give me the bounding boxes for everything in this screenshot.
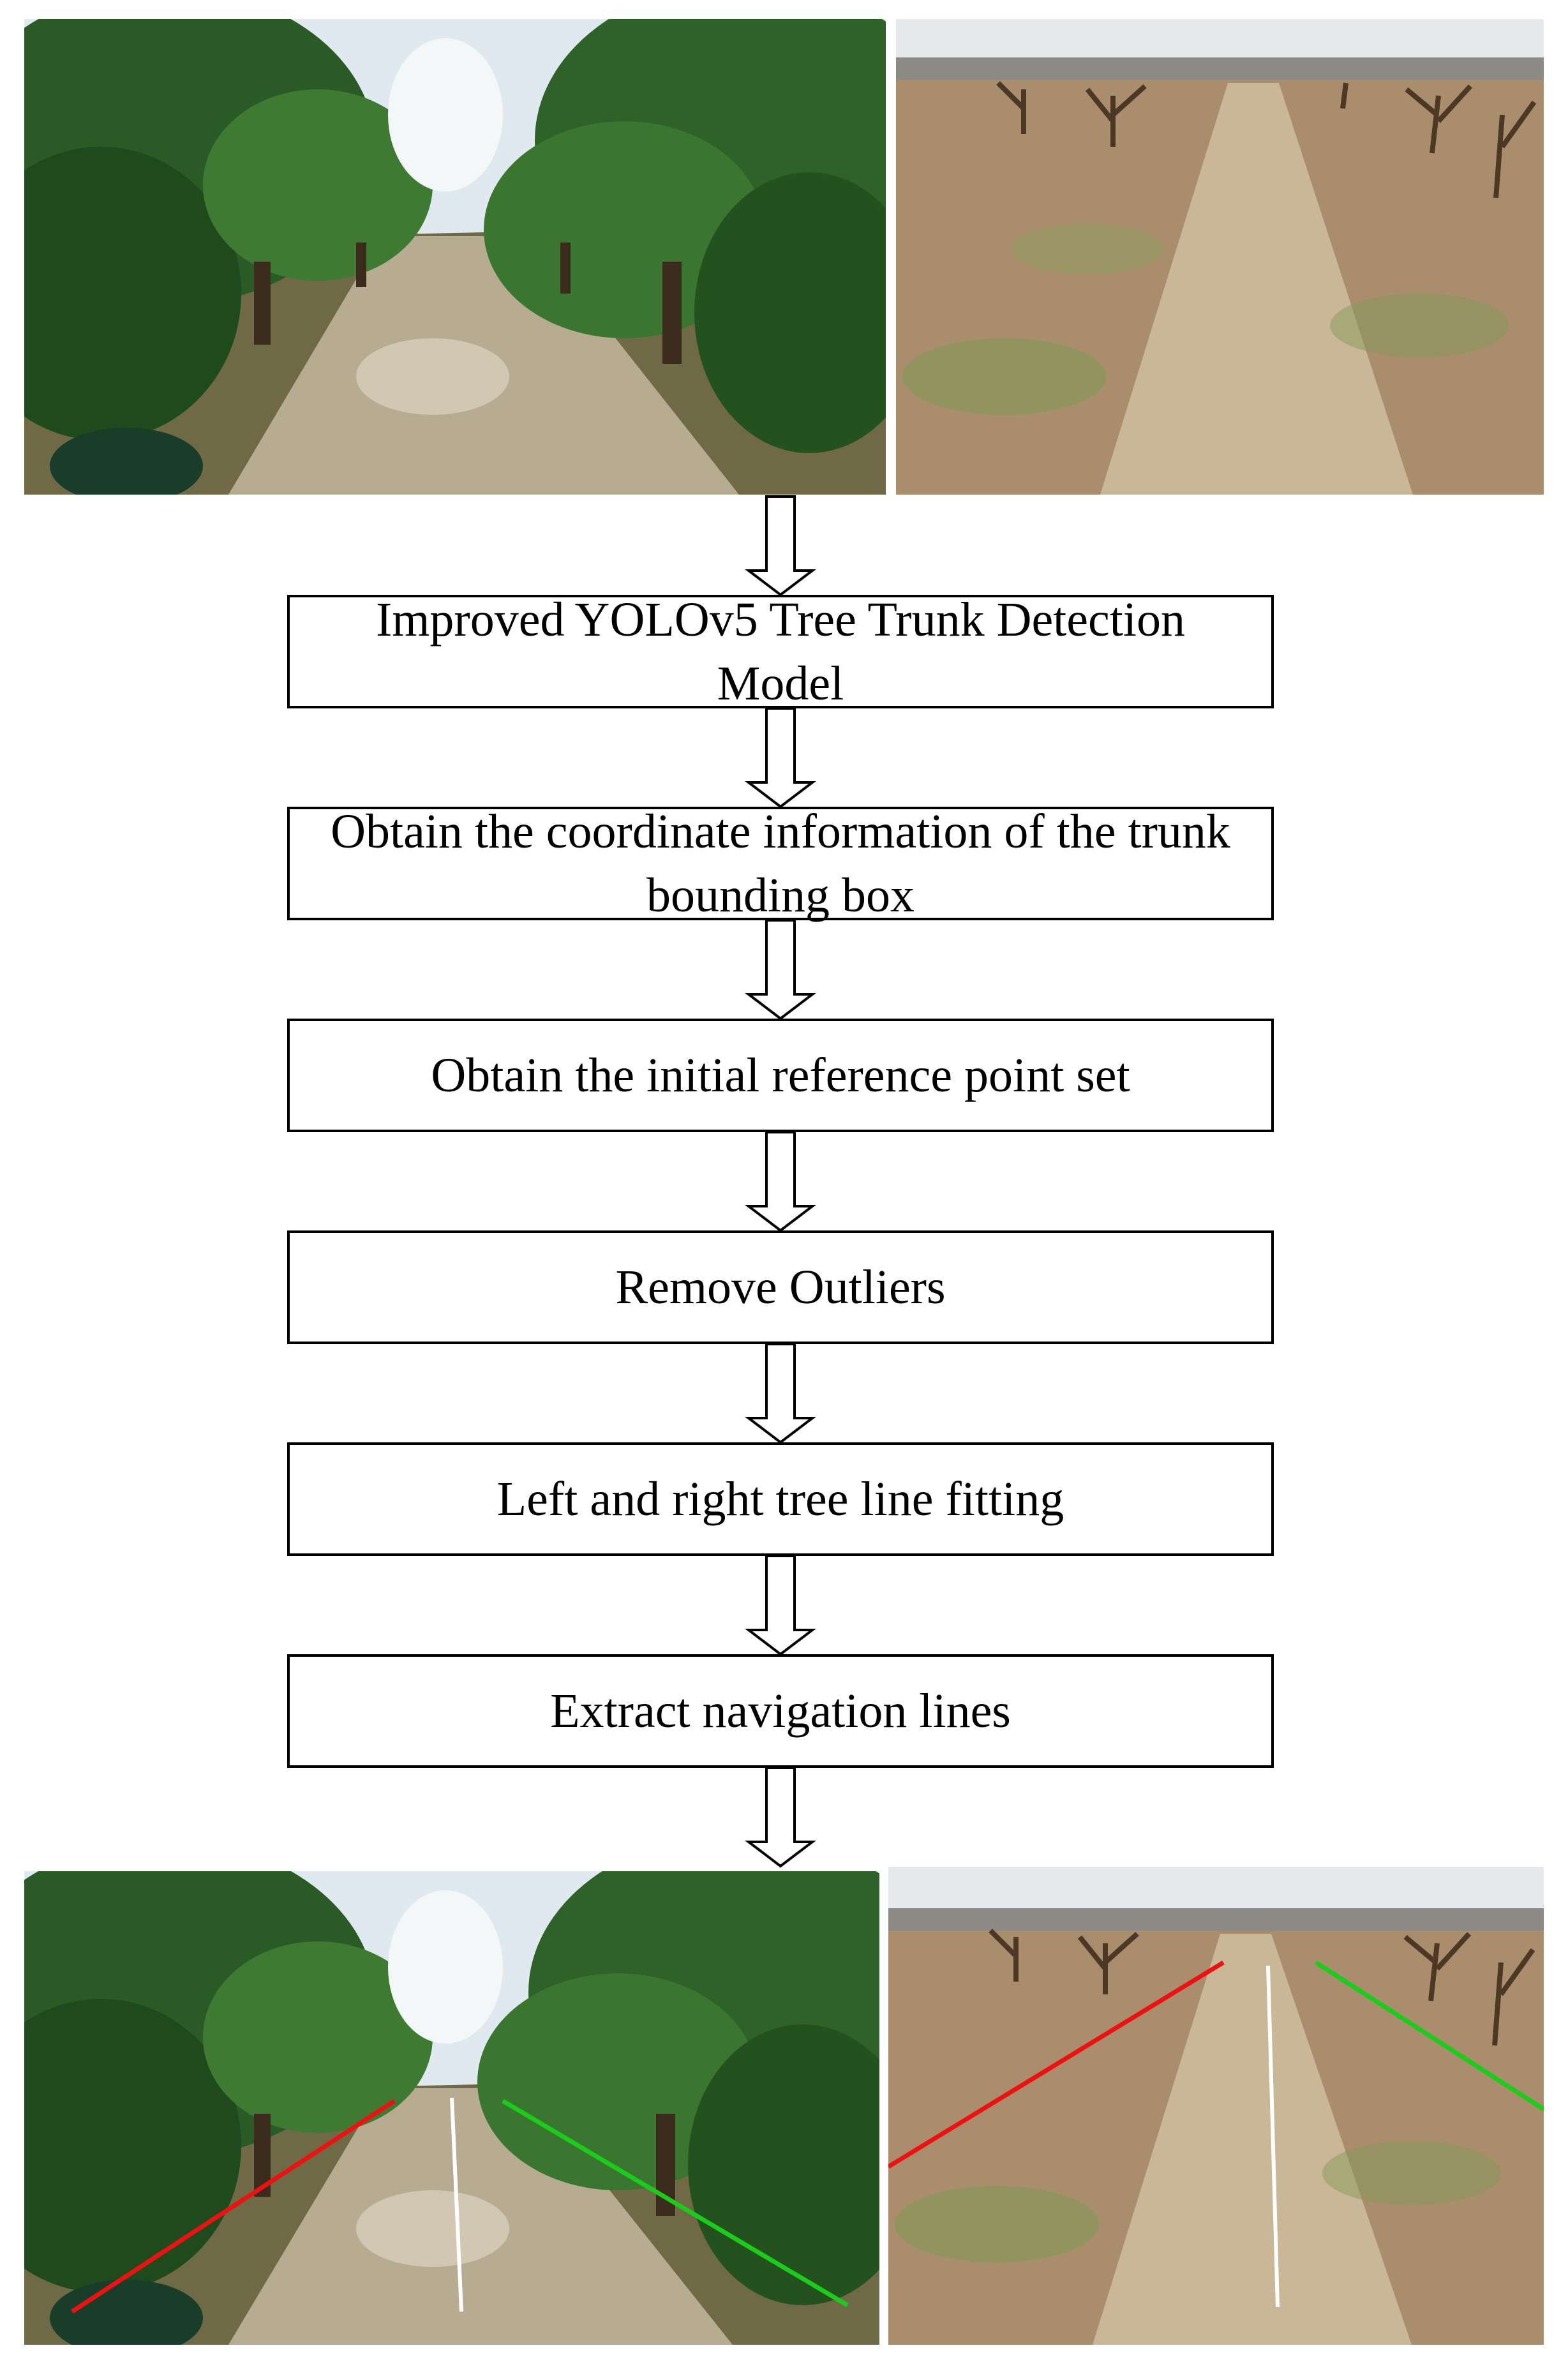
step-box-detection-model: Improved YOLOv5 Tree Trunk Detection Mod… [287,593,1274,710]
step-label-tree-line-fitting: Left and right tree line fitting [497,1472,1064,1526]
input-photo-orchard-leafy [24,19,886,495]
arrow-down-icon [742,707,819,809]
step-label-detection-model: Improved YOLOv5 Tree Trunk Detection Mod… [376,593,1185,710]
navigation-line [1266,1965,1280,2308]
arrow-down-icon [742,1767,819,1868]
arrow-down-icon [742,495,819,597]
step-box-bounding-box-coordinates: Obtain the coordinate information of the… [287,805,1274,922]
step-box-reference-point-set: Obtain the initial reference point set [287,1019,1274,1132]
right-tree-line [1315,1961,1544,2111]
arrow-down-icon [742,1555,819,1656]
right-tree-line [502,2098,849,2308]
step-label-remove-outliers: Remove Outliers [615,1260,946,1314]
arrow-down-icon [742,919,819,1020]
step-box-tree-line-fitting: Left and right tree line fitting [287,1442,1274,1556]
step-label-extract-navigation-lines: Extract navigation lines [550,1684,1011,1738]
input-photo-orchard-bare [896,19,1544,495]
result-photo-orchard-bare [888,1867,1544,2345]
step-box-remove-outliers: Remove Outliers [287,1230,1274,1344]
arrow-down-icon [742,1343,819,1444]
step-label-reference-point-set: Obtain the initial reference point set [431,1049,1130,1102]
left-tree-line [888,1961,1225,2169]
result-photo-orchard-leafy [24,1871,879,2345]
navigation-line [450,2097,463,2312]
left-tree-line [71,2099,396,2313]
step-label-bounding-box-coordinates: Obtain the coordinate information of the… [331,805,1230,922]
step-box-extract-navigation-lines: Extract navigation lines [287,1654,1274,1768]
arrow-down-icon [742,1131,819,1232]
